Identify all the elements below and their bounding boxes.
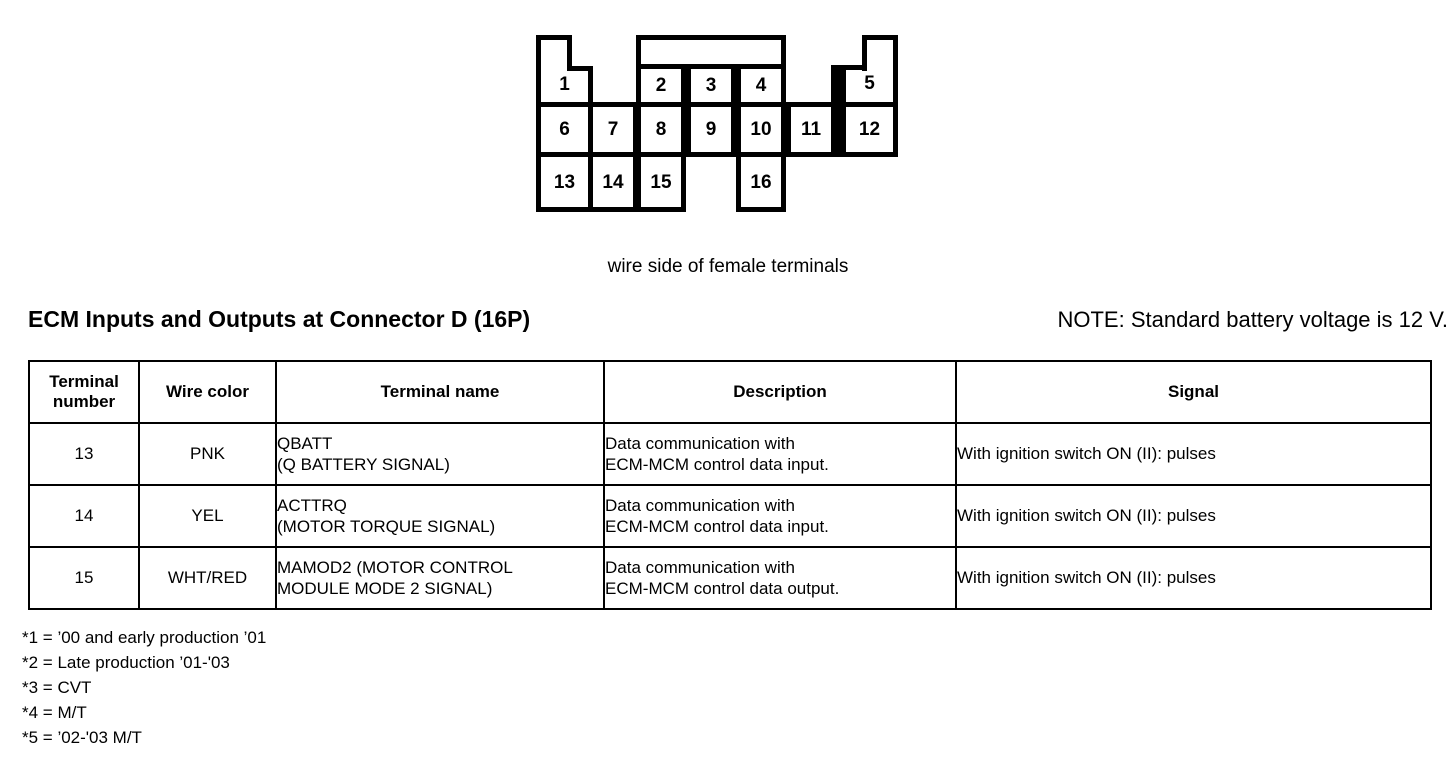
text-line: Data communication with	[605, 557, 795, 577]
text-line: ECM-MCM control data input.	[605, 455, 829, 474]
footnotes-block: *1 = ’00 and early production ’01 *2 = L…	[22, 626, 266, 751]
connector-pin-13: 13	[536, 152, 593, 212]
column-header-signal: Signal	[955, 360, 1432, 424]
connector-pin-label: 6	[559, 119, 570, 140]
connector-pin-1	[536, 35, 572, 71]
cell-description: Data communication with ECM-MCM control …	[603, 484, 957, 548]
connector-pin-label: 4	[755, 75, 767, 96]
connector-caption: wire side of female terminals	[607, 256, 849, 277]
connector-pin-label: 13	[553, 171, 576, 193]
connector-pin-label: 5	[864, 73, 875, 94]
connector-pin-label: 2	[655, 75, 667, 96]
text-line: With ignition switch ON (II): pulses	[957, 568, 1216, 588]
connector-pin-1-body: 1	[536, 66, 593, 107]
connector-pin-14: 14	[588, 152, 638, 212]
connector-pin-label: 14	[602, 171, 624, 193]
column-header-terminal-name: Terminal name	[275, 360, 605, 424]
text-line: (Q BATTERY SIGNAL)	[277, 455, 450, 474]
cell-terminal-name: ACTTRQ (MOTOR TORQUE SIGNAL)	[275, 484, 605, 548]
table-row: 14 YEL ACTTRQ (MOTOR TORQUE SIGNAL) Data…	[28, 484, 1432, 548]
connector-pin-5-notch-step	[841, 65, 867, 70]
header-line: number	[52, 392, 116, 411]
table-header-row: Terminal number Wire color Terminal name…	[28, 360, 1432, 424]
footnote-item: *3 = CVT	[22, 677, 92, 697]
connector-pin-label: 3	[705, 75, 717, 96]
connector-pin-7: 7	[588, 102, 638, 157]
text-line: QBATT	[277, 433, 333, 453]
cell-signal: With ignition switch ON (II): pulses	[955, 422, 1432, 486]
text-line: MAMOD2 (MOTOR CONTROL	[277, 557, 513, 577]
footnote-item: *5 = ’02-'03 M/T	[22, 727, 142, 747]
connector-pin-1-notch-step	[567, 66, 593, 71]
column-header-wire-color: Wire color	[138, 360, 277, 424]
connector-pin-3: 3	[686, 64, 736, 107]
footnote-item: *2 = Late production ’01-'03	[22, 652, 230, 672]
connector-pin-16: 16	[736, 152, 786, 212]
cell-description: Data communication with ECM-MCM control …	[603, 422, 957, 486]
header-line: Terminal name	[380, 382, 500, 402]
connector-pin-label: 11	[800, 119, 822, 140]
cell-terminal-name: QBATT (Q BATTERY SIGNAL)	[275, 422, 605, 486]
battery-voltage-note: NOTE: Standard battery voltage is 12 V.	[1057, 307, 1448, 332]
connector-pin-15: 15	[636, 152, 686, 212]
connector-pin-5-tab	[862, 35, 898, 71]
connector-pin-label: 15	[650, 171, 672, 193]
cell-description: Data communication with ECM-MCM control …	[603, 546, 957, 610]
cell-signal: With ignition switch ON (II): pulses	[955, 484, 1432, 548]
header-line: Signal	[1167, 382, 1219, 402]
connector-pin-label: 12	[858, 119, 881, 140]
text-line: ECM-MCM control data output.	[605, 579, 840, 598]
cell-terminal-number: 14	[28, 484, 140, 548]
text-line: ACTTRQ	[277, 495, 347, 515]
cell-terminal-number: 15	[28, 546, 140, 610]
column-header-description: Description	[603, 360, 957, 424]
cell-signal: With ignition switch ON (II): pulses	[955, 546, 1432, 610]
connector-pin-9: 9	[686, 102, 736, 157]
column-header-terminal-number: Terminal number	[28, 360, 140, 424]
header-line: Description	[733, 382, 827, 402]
connector-pin-8: 8	[636, 102, 686, 157]
connector-pin-12: 12	[841, 102, 898, 157]
connector-pin-6: 6	[536, 102, 593, 157]
text-line: With ignition switch ON (II): pulses	[957, 444, 1216, 464]
ecm-io-table: Terminal number Wire color Terminal name…	[28, 360, 1432, 610]
page-title: ECM Inputs and Outputs at Connector D (1…	[28, 306, 531, 332]
text-line: ECM-MCM control data input.	[605, 517, 829, 536]
footnote-item: *1 = ’00 and early production ’01	[22, 628, 267, 647]
cell-terminal-name: MAMOD2 (MOTOR CONTROL MODULE MODE 2 SIGN…	[275, 546, 605, 610]
footnote-item: *4 = M/T	[22, 702, 87, 722]
header-line: Terminal	[49, 372, 119, 392]
cell-wire-color: YEL	[138, 484, 277, 548]
connector-pin-label: 1	[559, 73, 570, 95]
connector-pin-5-notch-fill	[867, 66, 893, 72]
connector-pin-4: 4	[736, 64, 786, 107]
text-line: MODULE MODE 2 SIGNAL)	[277, 579, 493, 598]
cell-terminal-number: 13	[28, 422, 140, 486]
connector-pin-label: 8	[655, 119, 667, 140]
connector-pin-label: 7	[607, 119, 619, 140]
header-line: Wire color	[166, 382, 249, 402]
text-line: Data communication with	[605, 433, 795, 453]
table-row: 15 WHT/RED MAMOD2 (MOTOR CONTROL MODULE …	[28, 546, 1432, 610]
heading-row: ECM Inputs and Outputs at Connector D (1…	[0, 306, 1456, 340]
connector-pin-1-notch-fill	[541, 66, 567, 72]
text-line: (MOTOR TORQUE SIGNAL)	[277, 517, 496, 536]
connector-pin-11: 11	[786, 102, 836, 157]
text-line: Data communication with	[605, 495, 795, 515]
cell-wire-color: WHT/RED	[138, 546, 277, 610]
text-line: With ignition switch ON (II): pulses	[957, 506, 1216, 526]
connector-pin-label: 16	[750, 171, 772, 193]
cell-wire-color: PNK	[138, 422, 277, 486]
connector-figure: 1 2 3 4 5 6 7 8 9	[0, 0, 1456, 277]
connector-pin-label: 9	[705, 119, 717, 140]
connector-pin-grid: 1 2 3 4 5 6 7 8 9	[536, 35, 916, 217]
connector-pin-label: 10	[750, 119, 772, 140]
table-row: 13 PNK QBATT (Q BATTERY SIGNAL) Data com…	[28, 422, 1432, 486]
connector-pin-2: 2	[636, 64, 686, 107]
connector-pin-10: 10	[736, 102, 786, 157]
